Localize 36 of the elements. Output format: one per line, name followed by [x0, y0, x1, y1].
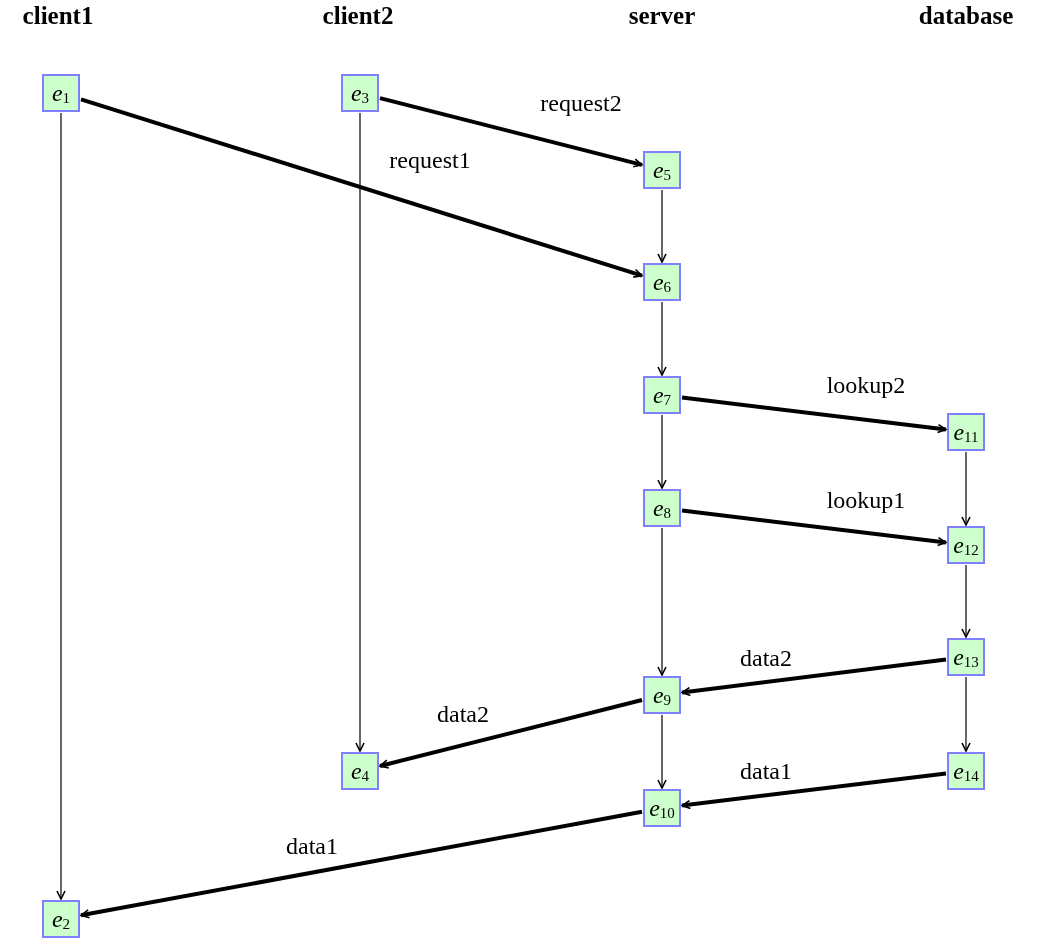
event-box: e$_{12}$ [947, 526, 985, 564]
arrow [379, 96, 643, 168]
arrow [657, 527, 667, 676]
arrow [681, 395, 947, 434]
column-heading: server [628, 2, 696, 30]
arrow [681, 771, 947, 810]
event-box: e$_{11}$ [947, 413, 985, 451]
event-box: e$_{9}$ [643, 676, 681, 714]
event-box: e$_{14}$ [947, 752, 985, 790]
column-heading: client1 [22, 2, 94, 30]
arrow [681, 508, 947, 547]
arrow [80, 97, 643, 278]
event-box: e$_{3}$ [341, 74, 379, 112]
event-box: e$_{1}$ [42, 74, 80, 112]
event-box: e$_{13}$ [947, 638, 985, 676]
event-box: e$_{7}$ [643, 376, 681, 414]
event-box: e$_{4}$ [341, 752, 379, 790]
arrow [961, 676, 971, 752]
event-box: e$_{10}$ [643, 789, 681, 827]
event-box: e$_{6}$ [643, 263, 681, 301]
arrow [56, 112, 66, 900]
arrow [961, 564, 971, 638]
event-box: e$_{2}$ [42, 900, 80, 938]
arrow [681, 657, 947, 697]
arrow [657, 301, 667, 376]
arrow [355, 112, 365, 752]
arrow [379, 698, 643, 769]
event-box: e$_{5}$ [643, 151, 681, 189]
arrow [80, 809, 643, 919]
event-box: e$_{8}$ [643, 489, 681, 527]
arrow [657, 414, 667, 489]
arrow [961, 451, 971, 526]
arrow [657, 189, 667, 263]
column-heading: client2 [322, 2, 394, 30]
arrow [657, 714, 667, 789]
column-heading: database [918, 2, 1014, 30]
